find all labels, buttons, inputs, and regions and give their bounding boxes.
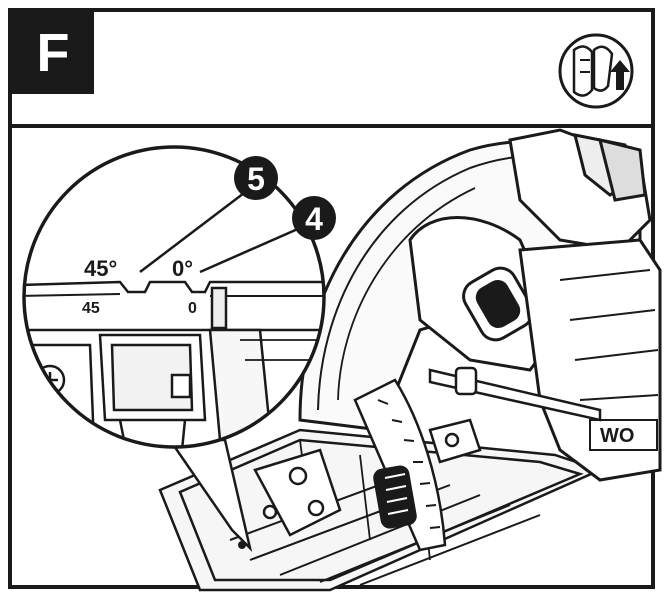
callout-4: 4: [292, 196, 336, 240]
scale-mark-45: 45: [82, 300, 100, 317]
scale-mark-0: 0: [188, 300, 197, 317]
panel-header: F: [12, 12, 651, 128]
brand-label: WO: [600, 425, 634, 447]
lever-unlock-icon: [558, 33, 634, 109]
guide-rod: [428, 366, 602, 422]
callout-5: 5: [234, 156, 278, 200]
callout-5-label: 5: [247, 161, 265, 197]
bevel-scale: [353, 378, 447, 552]
leader-line-5: [139, 189, 249, 273]
callout-4-label: 4: [305, 201, 323, 237]
angle-label-0: 0°: [172, 256, 193, 281]
leader-line-4: [199, 226, 301, 274]
pointer-target-dot: [238, 541, 246, 549]
angle-label-45: 45°: [84, 256, 117, 281]
numbered-callout-icon: [292, 196, 336, 240]
detail-magnifier: 45 0: [22, 145, 326, 449]
step-badge: F: [12, 12, 94, 94]
depth-mechanism: [253, 418, 482, 537]
numbered-callout-icon: [234, 156, 278, 200]
motor-housing: WO: [408, 128, 662, 482]
